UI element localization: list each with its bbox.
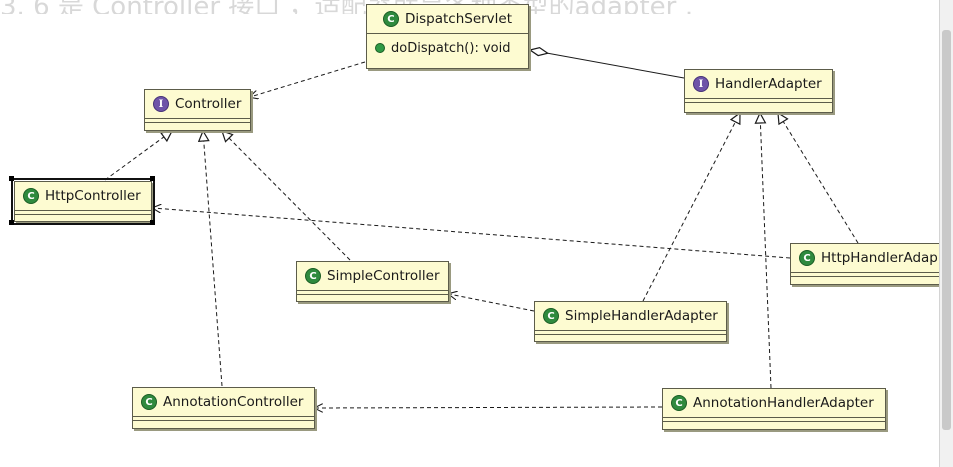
class-name: SimpleController	[327, 268, 440, 284]
annotation-handler-adapter-class[interactable]: C AnnotationHandlerAdapter	[662, 388, 886, 430]
realization-httphandleradapter	[778, 113, 859, 244]
class-name: AnnotationController	[163, 394, 304, 410]
class-name: DispatchServlet	[404, 11, 513, 27]
class-icon: C	[799, 250, 815, 266]
class-icon: C	[543, 308, 559, 324]
http-handler-adapter-class[interactable]: C HttpHandlerAdap	[790, 243, 940, 285]
interface-icon: I	[153, 96, 169, 112]
selection-handle[interactable]	[9, 220, 14, 225]
vertical-scrollbar[interactable]	[939, 0, 953, 467]
http-controller-class[interactable]: C HttpController	[11, 178, 155, 225]
operation-signature: doDispatch(): void	[391, 40, 511, 56]
dependency-httpadapter-to-httpcontroller	[153, 208, 791, 259]
interface-name: HandlerAdapter	[715, 76, 822, 92]
class-icon: C	[382, 11, 399, 27]
realization-httpcontroller	[104, 131, 172, 181]
simple-controller-class[interactable]: C SimpleController	[296, 261, 449, 302]
class-icon: C	[671, 395, 687, 411]
class-name: SimpleHandlerAdapter	[565, 308, 718, 324]
realization-annotationhandleradapter	[760, 113, 772, 389]
aggregation-dispatch-to-handleradapter	[530, 50, 685, 79]
dependency-annotationadapter-to-annotationcontroller	[315, 407, 663, 408]
realization-simplecontroller	[222, 131, 351, 261]
handler-adapter-interface[interactable]: I HandlerAdapter	[684, 69, 833, 113]
class-icon: C	[23, 188, 39, 204]
interface-name: Controller	[175, 96, 242, 112]
dispatch-servlet-class[interactable]: C DispatchServlet doDispatch(): void	[366, 4, 529, 69]
public-method-icon	[375, 43, 385, 53]
class-name: HttpHandlerAdap	[821, 250, 938, 266]
interface-icon: I	[693, 76, 709, 92]
class-icon: C	[141, 394, 157, 410]
realization-simplehandleradapter	[642, 113, 740, 302]
scrollbar-thumb[interactable]	[942, 30, 951, 430]
simple-handler-adapter-class[interactable]: C SimpleHandlerAdapter	[534, 301, 727, 342]
dependency-simpleadapter-to-simplecontroller	[449, 294, 535, 312]
class-name: AnnotationHandlerAdapter	[693, 395, 874, 411]
selection-handle[interactable]	[9, 176, 14, 181]
dependency-dispatch-to-controller	[250, 61, 366, 97]
selection-handle[interactable]	[150, 220, 155, 225]
annotation-controller-class[interactable]: C AnnotationController	[132, 387, 315, 429]
class-icon: C	[305, 268, 321, 284]
realization-annotationcontroller	[203, 131, 223, 387]
controller-interface[interactable]: I Controller	[144, 89, 251, 131]
operation-row[interactable]: doDispatch(): void	[367, 37, 528, 59]
selection-handle[interactable]	[150, 176, 155, 181]
class-name: HttpController	[45, 188, 141, 204]
